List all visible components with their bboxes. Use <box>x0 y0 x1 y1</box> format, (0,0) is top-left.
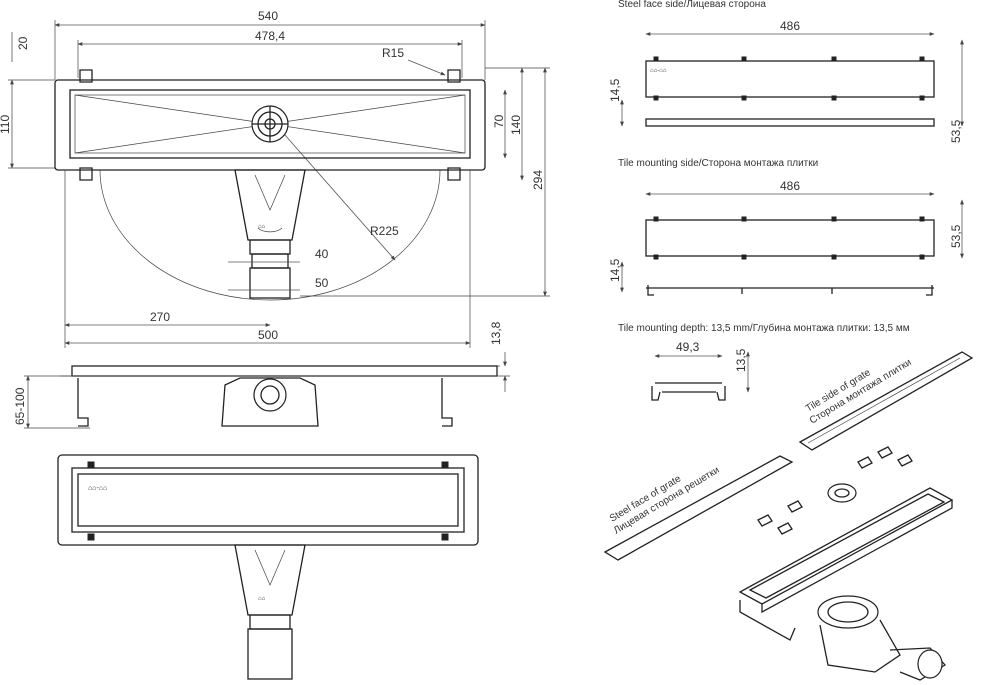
tile-side-left-height: 14,5 <box>608 258 622 282</box>
steel-face-length: 486 <box>780 19 800 33</box>
label-steel-face-ru: Лицевая сторона решетки <box>612 465 722 537</box>
tile-side-title: Tile mounting side/Сторона монтажа плитк… <box>618 158 818 169</box>
steel-face-left-height: 14,5 <box>608 78 622 102</box>
dim-overall-width: 540 <box>258 9 278 23</box>
dim-inner-width: 478,4 <box>255 29 285 43</box>
steel-face-title: Steel face side/Лицевая сторона <box>618 0 766 10</box>
dim-pipe-40: 40 <box>315 247 329 261</box>
svg-text:⌂⌂: ⌂⌂ <box>258 596 266 602</box>
top-view: 540 478,4 20 R15 110 70 140 294 R225 <box>0 9 550 348</box>
tile-side-view: Tile mounting side/Сторона монтажа плитк… <box>608 158 964 296</box>
dim-half-width: 270 <box>150 310 170 324</box>
dim-base-width: 500 <box>258 328 278 342</box>
side-view: 13,8 65-100 <box>13 321 510 429</box>
tile-depth-width: 49,3 <box>676 340 700 354</box>
dim-height-inner: 70 <box>492 114 506 128</box>
dim-radius-corner: R15 <box>382 46 404 60</box>
dim-top-offset: 20 <box>16 36 30 50</box>
dim-height-left: 110 <box>0 115 12 134</box>
tile-depth-title: Tile mounting depth: 13,5 mm/Глубина мон… <box>618 322 910 334</box>
dim-height-outer: 140 <box>509 115 523 135</box>
dim-adjust-range: 65-100 <box>13 387 27 425</box>
bottom-view: ⌂⌂-⌂⌂ ⌂⌂ <box>57 454 479 680</box>
dim-total-depth: 294 <box>531 170 545 190</box>
svg-text:⌂⌂-⌂⌂: ⌂⌂-⌂⌂ <box>650 68 667 74</box>
label-tile-side-ru: Сторона монтажа плитки <box>808 357 914 427</box>
steel-face-view: Steel face side/Лицевая сторона 486 ⌂⌂-⌂… <box>608 0 964 143</box>
svg-text:⌂⌂: ⌂⌂ <box>258 224 266 230</box>
dim-frame-height: 13,8 <box>489 321 503 345</box>
exploded-view: Tile side of grate Сторона монтажа плитк… <box>603 351 974 681</box>
tile-side-length: 486 <box>780 179 800 193</box>
tile-depth-view: Tile mounting depth: 13,5 mm/Глубина мон… <box>618 322 910 401</box>
dim-radius-sweep: R225 <box>370 224 399 238</box>
tile-depth-depth: 13,5 <box>734 348 748 372</box>
steel-face-right-height: 53,5 <box>949 119 963 143</box>
tile-side-right-height: 53,5 <box>949 224 963 248</box>
dim-pipe-50: 50 <box>315 276 329 290</box>
svg-text:⌂⌂-⌂⌂: ⌂⌂-⌂⌂ <box>88 485 107 492</box>
